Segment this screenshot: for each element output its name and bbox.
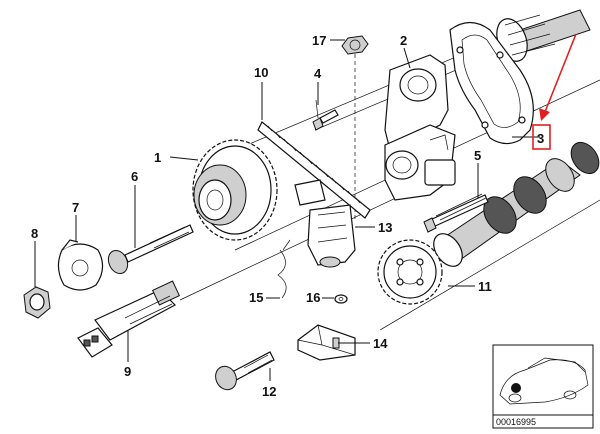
callout-12: 12 <box>262 384 276 399</box>
callout-6: 6 <box>131 169 138 184</box>
sensor-9 <box>77 280 181 358</box>
callout-numbers: 1 2 4 5 6 7 8 9 10 11 12 13 14 15 16 17 <box>31 33 492 399</box>
camshaft <box>433 141 600 267</box>
callout-10: 10 <box>254 65 268 80</box>
highlight-arrow <box>544 33 577 113</box>
camshaft-sprocket-11 <box>377 239 443 305</box>
callout-13: 13 <box>378 220 392 235</box>
leader-lines <box>34 39 540 381</box>
highlighted-callout-3: 3 <box>532 33 577 150</box>
camshaft-sprocket-1 <box>192 139 278 241</box>
callout-4: 4 <box>314 66 322 81</box>
callout-9: 9 <box>124 364 131 379</box>
bolt-12 <box>215 351 275 391</box>
timing-chain <box>257 121 371 219</box>
callout-14: 14 <box>373 336 388 351</box>
callout-11: 11 <box>478 279 492 294</box>
nut-8 <box>23 286 51 319</box>
gasket <box>449 21 534 145</box>
callout-8: 8 <box>31 226 38 241</box>
location-inset: 00016995 <box>492 344 594 429</box>
chain-tensioner-housing <box>384 54 456 201</box>
chain-guide-13 <box>294 179 356 268</box>
bolt-5 <box>423 193 489 233</box>
callout-3: 3 <box>537 131 544 146</box>
callout-2: 2 <box>400 33 407 48</box>
nut-17 <box>341 35 369 220</box>
engine-location-marker <box>511 383 521 393</box>
callout-1: 1 <box>154 150 161 165</box>
bolt-6 <box>107 224 194 275</box>
callout-16: 16 <box>306 290 320 305</box>
highlight-arrow-head <box>539 108 550 121</box>
washer-7 <box>57 239 104 291</box>
callout-7: 7 <box>72 200 79 215</box>
callout-15: 15 <box>249 290 263 305</box>
bracket-14 <box>297 324 356 361</box>
callout-17: 17 <box>312 33 326 48</box>
bolt-4 <box>312 99 339 131</box>
callout-5: 5 <box>474 148 481 163</box>
spring-15 <box>277 239 291 299</box>
highlight-box <box>532 124 551 150</box>
inset-reference-number: 00016995 <box>496 417 536 427</box>
washer-16 <box>334 294 348 304</box>
